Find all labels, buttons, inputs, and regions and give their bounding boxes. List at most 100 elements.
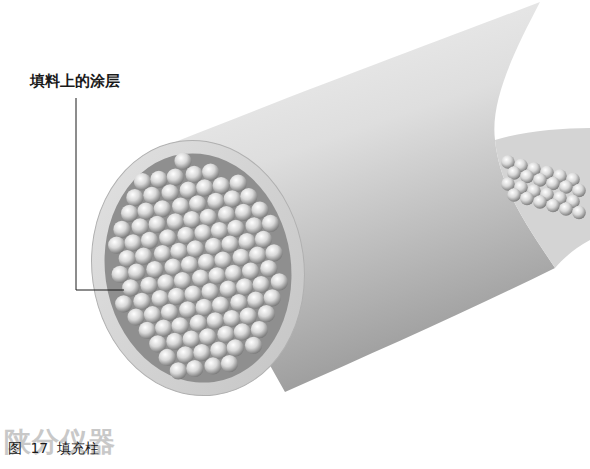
packing-bead (240, 308, 257, 325)
packing-bead (223, 310, 240, 327)
packing-bead (150, 171, 167, 188)
packing-bead (227, 339, 244, 356)
packing-bead (170, 362, 187, 379)
packing-bead (112, 266, 129, 283)
packing-bead (559, 202, 573, 216)
packing-bead (520, 192, 534, 206)
packing-bead (115, 295, 132, 312)
packing-bead (144, 306, 161, 323)
packing-bead (141, 232, 158, 249)
packing-bead (161, 184, 178, 201)
tube-rim (75, 126, 321, 409)
packing-bead (507, 188, 521, 202)
packing-bead (121, 205, 138, 222)
packing-bead (161, 304, 178, 321)
packing-bead (198, 254, 215, 271)
packing-bead (546, 199, 560, 213)
packing-bead (128, 264, 145, 281)
packing-bead (143, 187, 160, 204)
packing-bead (113, 221, 130, 238)
packing-bead (221, 355, 238, 372)
packing-bead (183, 331, 200, 348)
packing-bead (238, 233, 255, 250)
packing-bead (255, 231, 272, 248)
packing-bead (251, 321, 268, 338)
packing-bead (146, 261, 163, 278)
packing-bead (242, 262, 259, 279)
packing-bead (108, 236, 125, 253)
packing-bead (149, 216, 166, 233)
packing-bead (159, 229, 176, 246)
packing-bead (260, 260, 277, 277)
packing-bead (224, 190, 241, 207)
packing-bead (187, 240, 204, 257)
packing-bead (174, 152, 191, 169)
figure-caption: 图 17 填充柱 (8, 440, 99, 458)
packing-bead (234, 323, 251, 340)
packing-bead (533, 195, 547, 209)
packing-bead (196, 179, 213, 196)
packing-bead (171, 317, 188, 334)
packing-bead (183, 211, 200, 228)
packing-bead (265, 244, 282, 261)
packing-bead (181, 256, 198, 273)
packing-bead (249, 247, 266, 264)
packing-bead (247, 292, 264, 309)
leader-line (76, 98, 124, 290)
packing-bead (211, 222, 228, 239)
packing-bead (240, 188, 257, 205)
packing-bead (196, 299, 213, 316)
packing-bead (140, 277, 157, 294)
packing-bead (245, 337, 262, 354)
packing-bead (199, 328, 216, 345)
packing-bead (159, 349, 176, 366)
packing-bead (210, 342, 227, 359)
packing-bead (124, 234, 141, 251)
packing-bead (572, 206, 586, 220)
packing-bead (186, 166, 203, 183)
packing-bead (202, 164, 219, 181)
packing-bead (155, 319, 172, 336)
packing-bead (258, 305, 275, 322)
packing-bead (208, 267, 225, 284)
packing-bead (207, 193, 224, 210)
packing-bead (126, 189, 143, 206)
packing-bead (227, 220, 244, 237)
packing-bead (262, 215, 279, 232)
tube-bore (90, 141, 306, 395)
tube-cut-interior (495, 128, 590, 268)
tube-body (150, 2, 555, 392)
packing-bead (137, 202, 154, 219)
packing-bead (253, 276, 270, 293)
packing-bead (204, 357, 221, 374)
packing-bead (236, 278, 253, 295)
packing-bead (221, 235, 238, 252)
packing-bead (225, 265, 242, 282)
packing-bead (133, 293, 150, 310)
packing-bead (168, 288, 185, 305)
packing-bead (201, 283, 218, 300)
packing-bead (200, 209, 217, 226)
packing-bead (184, 285, 201, 302)
packing-bead (189, 195, 206, 212)
packing-bead (271, 273, 288, 290)
packing-bead (194, 224, 211, 241)
packing-bead (235, 204, 252, 221)
packing-bead (167, 168, 184, 185)
packing-bead (127, 308, 144, 325)
packing-bead (154, 245, 171, 262)
packing-bead (167, 213, 184, 230)
packing-bead (179, 301, 196, 318)
packing-beads-back (501, 155, 586, 219)
packing-bead (193, 344, 210, 361)
packing-bead (166, 333, 183, 350)
packing-bead (220, 281, 237, 298)
packing-bead (251, 201, 268, 218)
packing-bead (122, 279, 139, 296)
packing-bead (174, 272, 191, 289)
packing-bead (186, 360, 203, 377)
packing-bead (264, 289, 281, 306)
packing-bead (154, 200, 171, 217)
